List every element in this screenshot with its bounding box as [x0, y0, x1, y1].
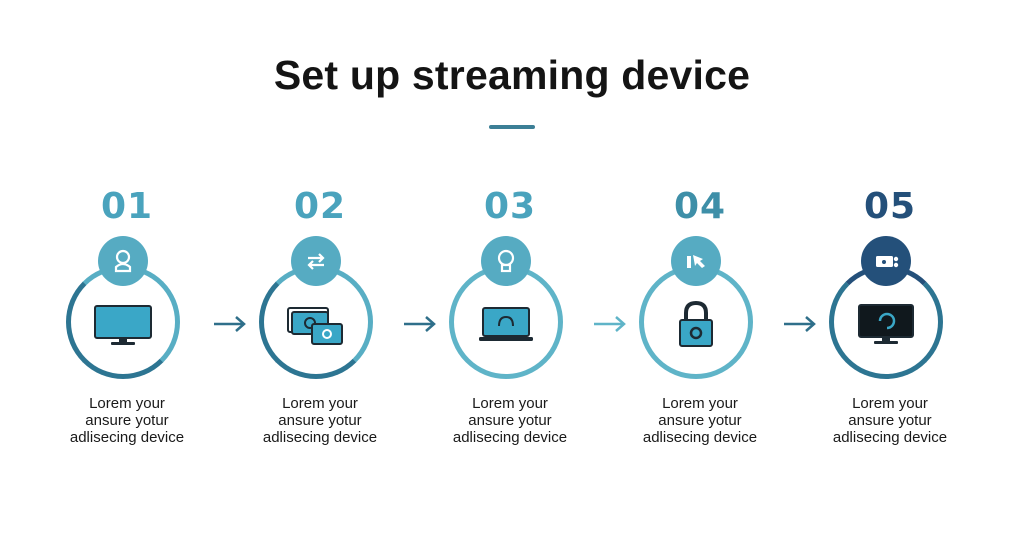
description-line: adlisecing device: [642, 429, 758, 446]
lightbulb-icon: [481, 236, 531, 286]
page-title: Set up streaming device: [273, 52, 751, 98]
title-underline: [489, 125, 535, 129]
step-4: 04 Lorem your ansure yotur adlisecing de…: [605, 0, 795, 559]
description-line: Lorem your: [662, 395, 738, 412]
step-description: Lorem your ansure yotur adlisecing devic…: [795, 395, 985, 446]
step-3: 03 Lorem your ansure yotur adlisecing de…: [415, 0, 605, 559]
monitor-play-icon: [841, 290, 931, 360]
arrow-right-icon: [594, 316, 626, 332]
description-line: adlisecing device: [832, 429, 948, 446]
step-description: Lorem your ansure yotur adlisecing devic…: [32, 395, 222, 446]
description-line: ansure yotur: [848, 412, 932, 429]
streaming-box-icon: [271, 290, 361, 360]
description-line: adlisecing device: [452, 429, 568, 446]
step-number: 05: [863, 186, 917, 227]
description-line: adlisecing device: [69, 429, 185, 446]
description-line: adlisecing device: [262, 429, 378, 446]
sync-arrows-icon: [291, 236, 341, 286]
description-line: ansure yotur: [468, 412, 552, 429]
step-2: 02 Lorem your ansure yotur adlisecing de…: [225, 0, 415, 559]
step-description: Lorem your ansure yotur adlisecing devic…: [225, 395, 415, 446]
arrow-right-icon: [784, 316, 816, 332]
description-line: ansure yotur: [658, 412, 742, 429]
padlock-icon: [651, 290, 741, 360]
description-line: Lorem your: [282, 395, 358, 412]
hand-pointer-icon: [671, 236, 721, 286]
tv-monitor-icon: [78, 290, 168, 360]
step-number: 01: [100, 186, 154, 227]
step-1: 01 Lorem your ansure yotur adlisecing de…: [32, 0, 222, 559]
arrow-right-icon: [404, 316, 436, 332]
arrow-right-icon: [214, 316, 246, 332]
description-line: ansure yotur: [85, 412, 169, 429]
description-line: ansure yotur: [278, 412, 362, 429]
step-description: Lorem your ansure yotur adlisecing devic…: [415, 395, 605, 446]
person-icon: [98, 236, 148, 286]
step-number: 02: [293, 186, 347, 227]
step-number: 03: [483, 186, 537, 227]
description-line: Lorem your: [89, 395, 165, 412]
step-5: 05 Lorem your ansure yotur adlisecing de…: [795, 0, 985, 559]
step-description: Lorem your ansure yotur adlisecing devic…: [605, 395, 795, 446]
step-number: 04: [673, 186, 727, 227]
projector-icon: [861, 236, 911, 286]
description-line: Lorem your: [852, 395, 928, 412]
laptop-icon: [461, 290, 551, 360]
description-line: Lorem your: [472, 395, 548, 412]
